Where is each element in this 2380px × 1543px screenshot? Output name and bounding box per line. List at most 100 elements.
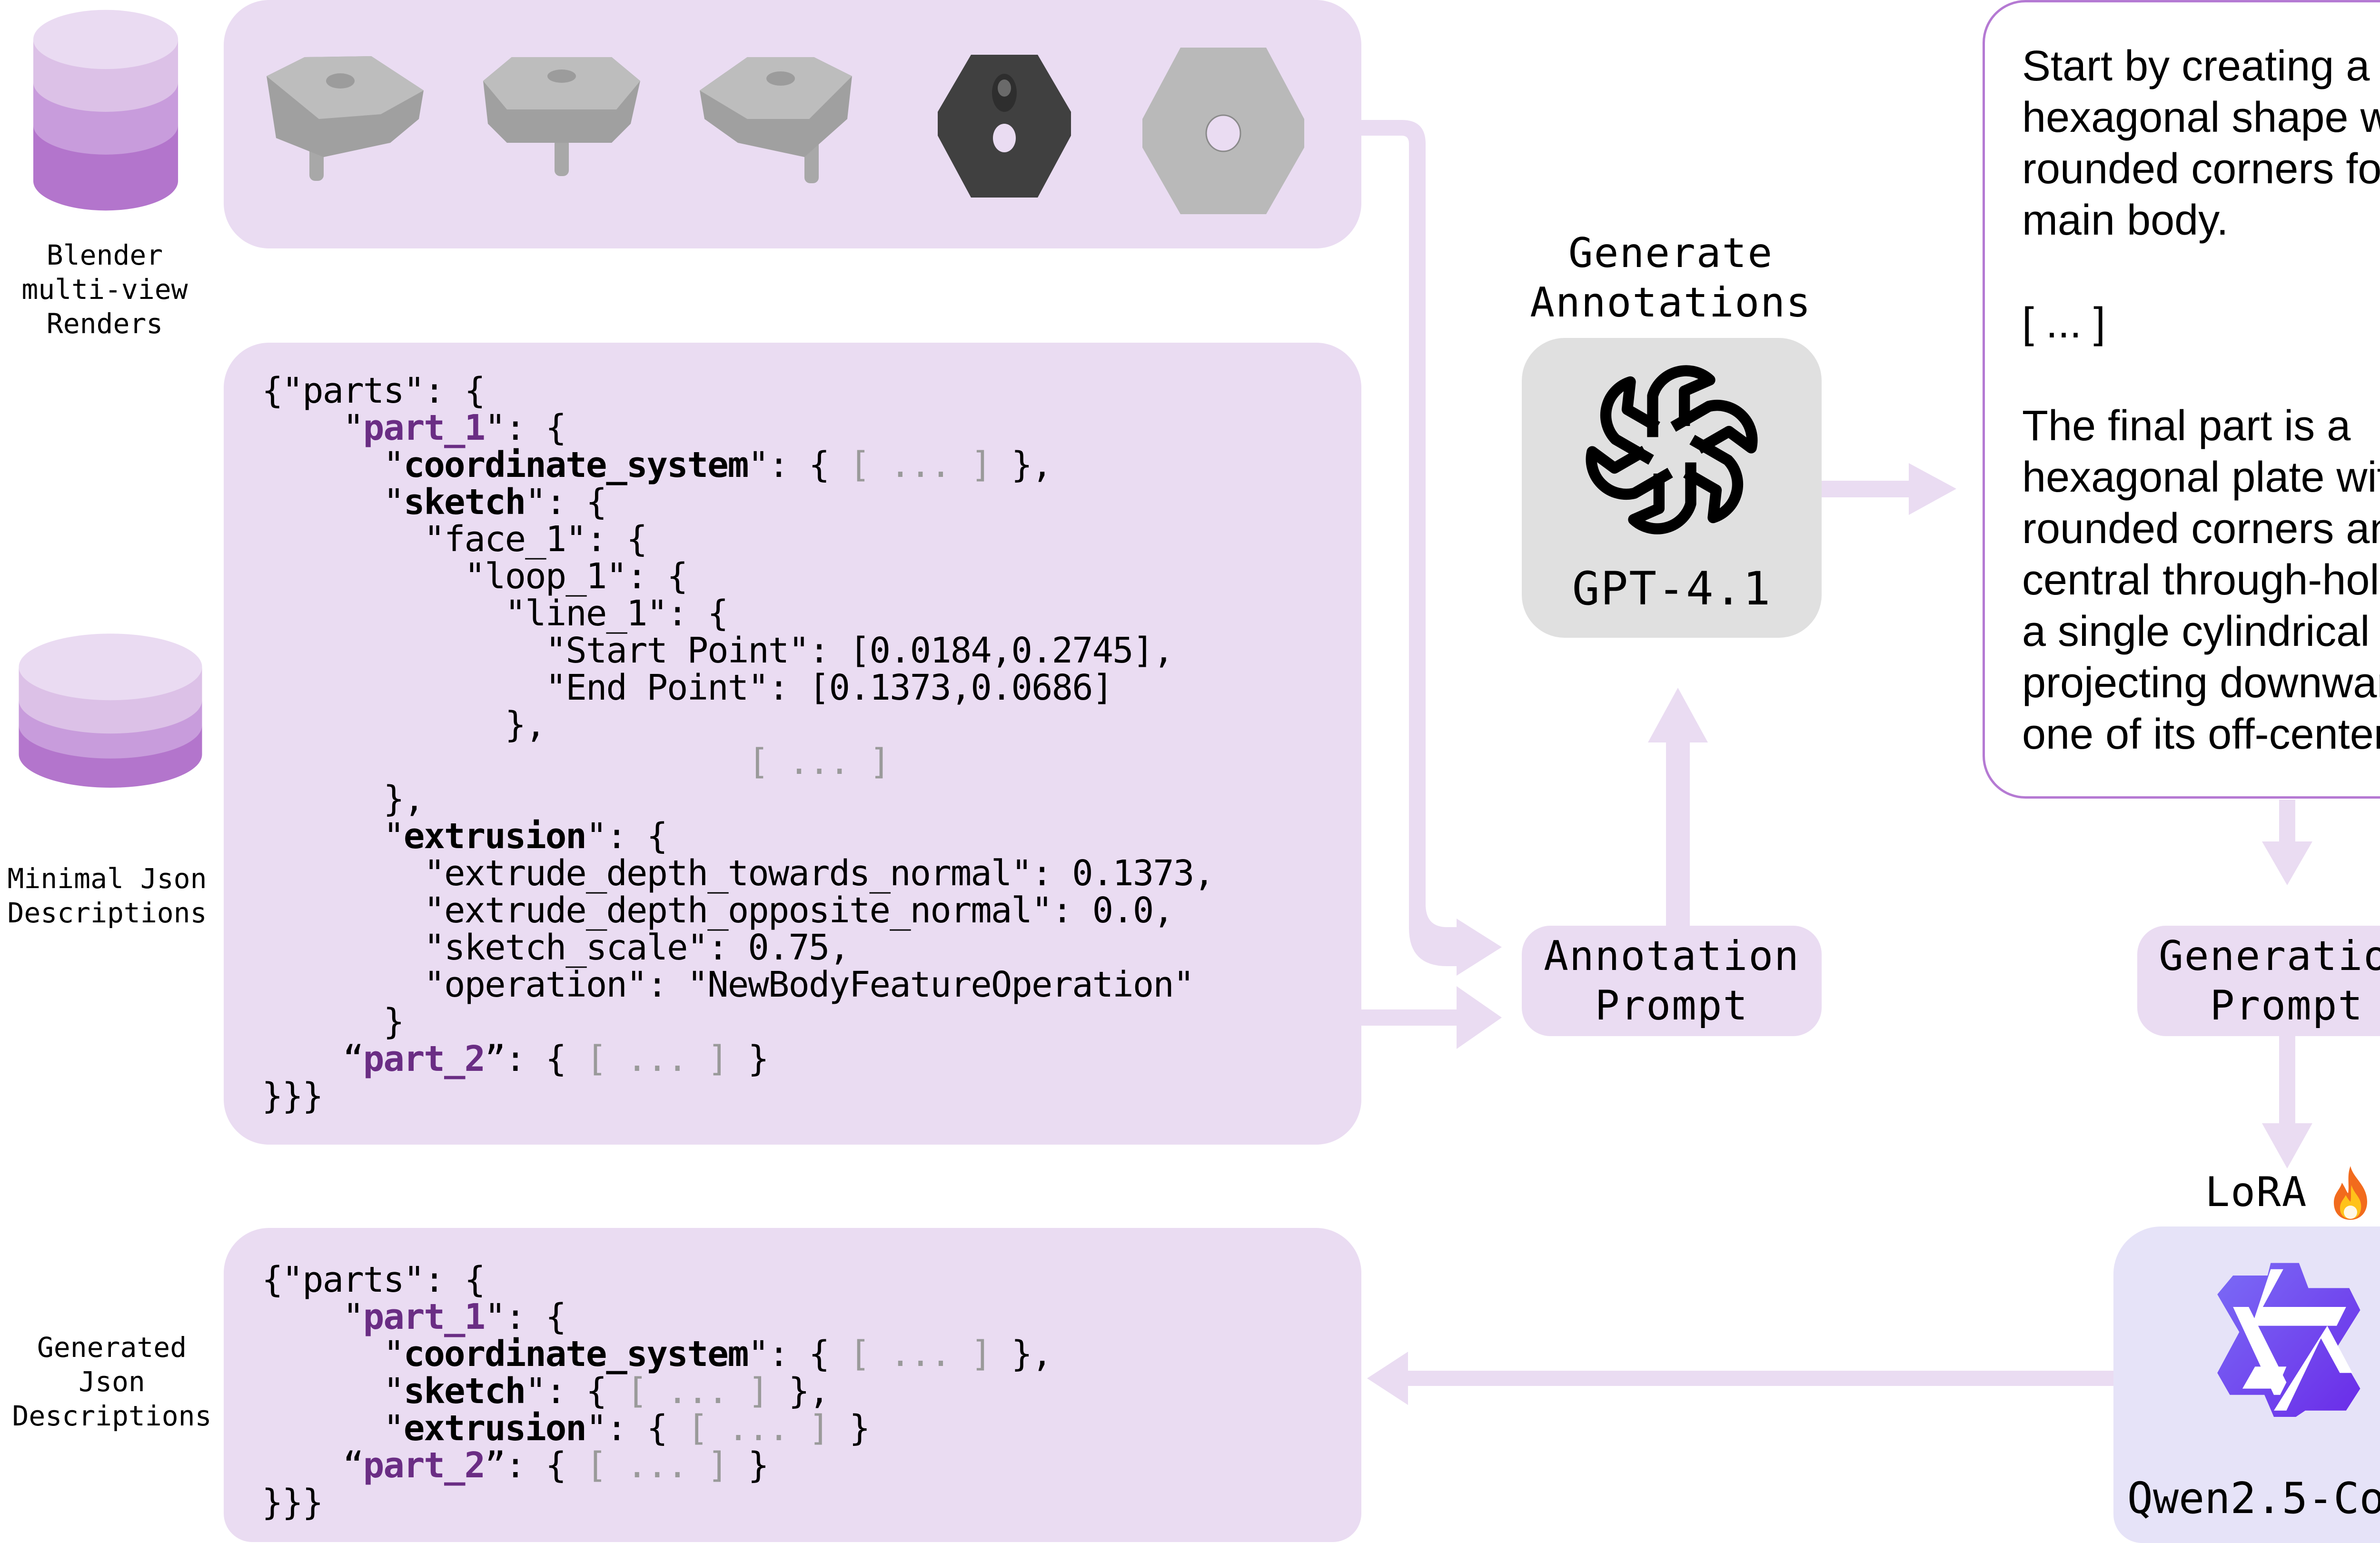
annotation-prompt-box[interactable]: Annotation Prompt — [1522, 926, 1822, 1036]
description-ellipsis: [ ... ] — [2022, 299, 2106, 347]
heading-line: Generate — [1568, 229, 1774, 277]
code-token: } — [727, 1445, 769, 1486]
render-view-3 — [700, 57, 852, 183]
gpt-model-box[interactable]: GPT-4.1 — [1522, 338, 1822, 638]
renders-panel — [224, 0, 1361, 248]
code-token: }}} — [262, 1076, 324, 1117]
lora-label: LoRA — [2205, 1168, 2308, 1216]
annotation-prompt-label: Annotation Prompt — [1544, 931, 1800, 1030]
code-token: "operation": "NewBodyFeatureOperation" — [262, 964, 1194, 1005]
code-line: "extrude_depth_towards_normal": 0.1373, — [262, 855, 1215, 892]
code-token: "face_1": { — [262, 519, 647, 560]
minimal-json-code: {"parts": { "part_1": { "coordinate_syst… — [262, 372, 1215, 1117]
code-token: ": { — [585, 1408, 687, 1449]
label-line: multi-view — [21, 273, 188, 306]
code-part-key: part_1 — [363, 407, 486, 448]
text-line: hexagonal shape with — [2022, 94, 2380, 141]
text-line: projecting downward from — [2022, 659, 2380, 707]
prompt-line: Generation — [2159, 932, 2380, 980]
code-line: "coordinate_system": { [ ... ] }, — [262, 1335, 1052, 1373]
lora-label-row: LoRA — [2171, 1161, 2380, 1223]
text-line: one of its off-center faces. — [2022, 711, 2380, 758]
code-placeholder: [ ... ] — [626, 1371, 769, 1412]
code-token: ": { — [485, 407, 566, 448]
code-line: "End Point": [0.1373,0.0686] — [262, 669, 1214, 706]
code-token: {"parts": { — [262, 370, 486, 411]
code-line: “part_2”: { [ ... ] } — [262, 1040, 1214, 1078]
code-line: }, — [262, 706, 1214, 743]
label-line: Descriptions — [12, 1400, 212, 1432]
code-token: }, — [991, 445, 1052, 485]
code-token: }, — [768, 1371, 830, 1412]
render-view-top — [1142, 48, 1304, 214]
qwen-model-name: Qwen2.5-Coder — [2127, 1474, 2380, 1523]
code-line: "extrusion": { — [262, 818, 1214, 855]
code-line: "sketch_scale": 0.75, — [262, 929, 1214, 966]
code-token: }, — [991, 1334, 1052, 1375]
code-token: " — [262, 1296, 364, 1337]
code-token: ”: { — [485, 1039, 586, 1079]
code-token: "sketch_scale": 0.75, — [262, 927, 850, 968]
code-part-key: part_2 — [363, 1445, 486, 1486]
qwen-model-box[interactable]: Qwen2.5-Coder — [2113, 1226, 2380, 1543]
generation-prompt-label: Generation Prompt — [2159, 931, 2380, 1030]
code-token: }, — [262, 779, 425, 820]
arrow-qwen-to-generated-json — [1367, 1352, 2113, 1405]
description-paragraph-1: Start by creating a hexagonal shape with… — [2022, 40, 2380, 246]
code-token: ": { — [748, 445, 850, 485]
code-line: {"parts": { — [262, 372, 1214, 409]
label-line: Renders — [46, 307, 163, 340]
label-line: Json — [79, 1365, 145, 1398]
label-generated-json: Generated Json Descriptions — [0, 1330, 224, 1433]
code-line: "coordinate_system": { [ ... ] }, — [262, 446, 1214, 484]
code-placeholder: [ ... ] — [849, 1334, 992, 1375]
code-line: "Start Point": [0.0184,0.2745], — [262, 632, 1214, 669]
label-renders: Blender multi-view Renders — [0, 238, 209, 341]
generation-prompt-box[interactable]: Generation Prompt — [2137, 926, 2380, 1036]
description-paragraph-2: The final part is a hexagonal plate with… — [2022, 400, 2380, 760]
code-token — [262, 742, 748, 782]
code-token: “ — [262, 1445, 364, 1486]
code-token: " — [262, 445, 405, 485]
code-line: }}} — [262, 1484, 1052, 1521]
code-line: }, — [262, 781, 1214, 818]
code-line: {"parts": { — [262, 1261, 1052, 1298]
gpt-model-name: GPT-4.1 — [1572, 562, 1772, 615]
prompt-line: Annotation — [1544, 932, 1800, 980]
code-token: ": { — [748, 1334, 850, 1375]
code-token: ”: { — [485, 1445, 586, 1486]
code-section-key: extrusion — [403, 816, 587, 857]
code-line: "part_1": { — [262, 409, 1214, 446]
code-token: " — [262, 1408, 405, 1449]
minimal-json-panel: {"parts": { "part_1": { "coordinate_syst… — [224, 343, 1361, 1145]
qwen-logo-icon — [2217, 1263, 2360, 1417]
arrow-annotation-prompt-to-gpt — [1648, 688, 1708, 926]
label-line: Descriptions — [7, 897, 207, 929]
code-token: " — [262, 816, 405, 857]
label-line: Generated — [37, 1331, 187, 1364]
openai-logo-icon — [1577, 365, 1767, 545]
code-line: "part_1": { — [262, 1298, 1052, 1335]
generate-annotations-heading: Generate Annotations — [1485, 228, 1856, 327]
code-placeholder: [ ... ] — [748, 742, 891, 782]
code-part-key: part_2 — [363, 1039, 486, 1079]
code-token: "extrude_depth_opposite_normal": 0.0, — [262, 890, 1174, 931]
render-view-bottom — [938, 55, 1071, 198]
code-section-key: extrusion — [403, 1408, 587, 1449]
code-line: [ ... ] — [262, 743, 1214, 781]
arrow-gpt-to-description — [1821, 463, 1956, 515]
database-icon-minimal-json — [19, 633, 202, 788]
code-token: ": { — [525, 482, 607, 523]
code-section-key: sketch — [403, 1371, 526, 1412]
code-line: "face_1": { — [262, 521, 1214, 558]
label-line: Blender — [46, 239, 163, 271]
code-section-key: sketch — [403, 482, 526, 523]
generated-json-code: {"parts": { "part_1": { "coordinate_syst… — [262, 1261, 1053, 1521]
arrow-json-to-annotation-prompt — [1361, 986, 1502, 1049]
render-view-1 — [267, 56, 424, 181]
code-placeholder: [ ... ] — [849, 445, 992, 485]
text-line: rounded corners and a — [2022, 505, 2380, 553]
code-token: } — [262, 1001, 405, 1042]
code-token: }, — [262, 704, 546, 745]
